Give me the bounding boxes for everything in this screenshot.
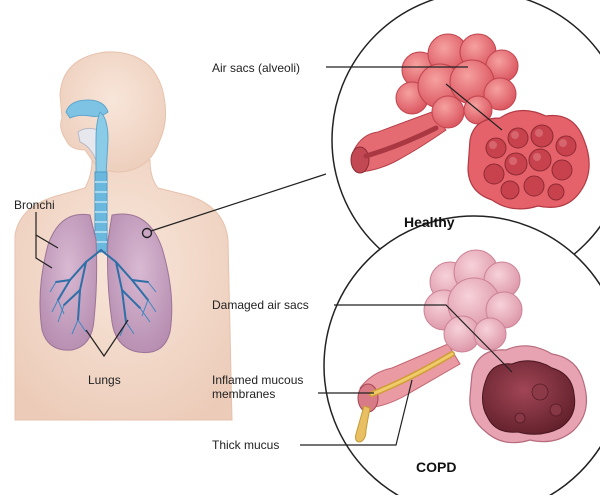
lungs-label: Lungs (88, 373, 121, 387)
thick-mucus-label: Thick mucus (212, 438, 279, 452)
damaged-air-sacs-label: Damaged air sacs (212, 298, 309, 312)
healthy-cutaway (468, 110, 589, 208)
copd-alveoli-illustration (300, 216, 600, 495)
human-torso-figure (15, 52, 232, 420)
bronchi-label: Bronchi (14, 198, 55, 212)
inflamed-label-line2: membranes (212, 387, 275, 401)
inflamed-label-line1: Inflamed mucous (212, 373, 303, 387)
healthy-title: Healthy (404, 214, 455, 230)
copd-cutaway (470, 346, 587, 443)
copd-title: COPD (416, 459, 456, 475)
air-sacs-label: Air sacs (alveoli) (212, 61, 300, 75)
